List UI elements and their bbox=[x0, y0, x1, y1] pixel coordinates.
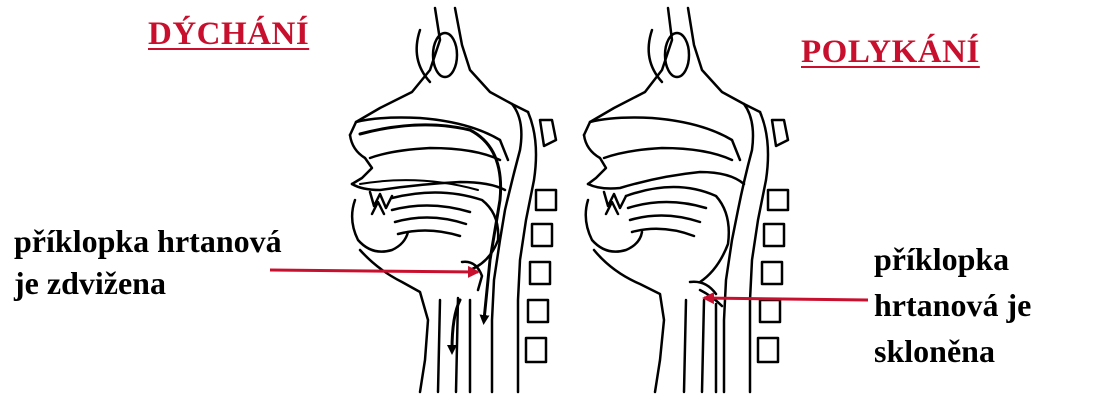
label-epiglottis-raised-line2: je zdvižena bbox=[14, 265, 166, 301]
label-epiglottis-lowered-line3: skloněna bbox=[874, 333, 995, 369]
label-epiglottis-lowered: příklopka hrtanová je skloněna bbox=[874, 236, 1031, 374]
pointer-arrow-left bbox=[269, 265, 480, 278]
label-epiglottis-raised-line1: příklopka hrtanová bbox=[14, 223, 282, 259]
heading-swallowing: POLYKÁNÍ bbox=[801, 34, 980, 70]
head-cross-section-swallowing bbox=[582, 6, 790, 394]
pointer-arrow-right bbox=[702, 292, 869, 305]
label-epiglottis-lowered-line1: příklopka bbox=[874, 241, 1010, 277]
head-cross-section-breathing bbox=[348, 6, 558, 394]
label-epiglottis-lowered-line2: hrtanová je bbox=[874, 287, 1032, 323]
label-epiglottis-raised: příklopka hrtanová je zdvižena bbox=[14, 220, 282, 304]
heading-breathing: DÝCHÁNÍ bbox=[148, 16, 310, 52]
